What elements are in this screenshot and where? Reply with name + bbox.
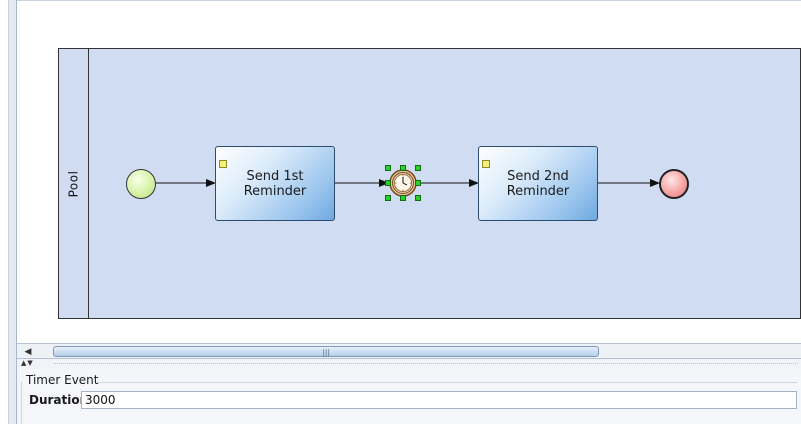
properties-panel: Timer Event Duration bbox=[17, 369, 801, 424]
group-border bbox=[21, 382, 22, 424]
timer-event[interactable] bbox=[388, 168, 418, 198]
splitter-arrows-icon[interactable]: ▲▼ bbox=[21, 359, 34, 367]
splitter-divider bbox=[53, 363, 798, 364]
duration-input[interactable] bbox=[81, 391, 797, 409]
scroll-left-arrow-icon[interactable]: ◀ bbox=[24, 346, 32, 357]
task-label: Send 1st Reminder bbox=[225, 169, 325, 199]
pool[interactable] bbox=[58, 48, 801, 319]
task-label-line2: Reminder bbox=[506, 183, 570, 199]
selection-handle-n[interactable] bbox=[400, 165, 406, 171]
group-border-top bbox=[97, 382, 797, 383]
start-event[interactable] bbox=[126, 169, 156, 199]
group-title: Timer Event bbox=[26, 373, 99, 387]
clock-icon bbox=[389, 169, 417, 197]
pool-label-container: Pool bbox=[58, 48, 89, 319]
pool-label: Pool bbox=[66, 170, 81, 197]
horizontal-scrollbar[interactable]: ◀ ||| bbox=[17, 343, 801, 359]
task-marker-icon bbox=[482, 160, 490, 168]
selection-handle-se[interactable] bbox=[415, 195, 421, 201]
task-label: Send 2nd Reminder bbox=[488, 169, 588, 199]
pool-header[interactable] bbox=[58, 48, 89, 319]
end-event[interactable] bbox=[659, 169, 689, 199]
duration-label: Duration bbox=[29, 393, 89, 407]
task-marker-icon bbox=[219, 160, 227, 168]
grip-icon: ||| bbox=[322, 348, 331, 357]
selection-handle-ne[interactable] bbox=[415, 165, 421, 171]
selection-handle-s[interactable] bbox=[400, 195, 406, 201]
scrollbar-thumb[interactable]: ||| bbox=[53, 346, 599, 357]
selection-handle-e[interactable] bbox=[415, 180, 421, 186]
task-label-line1: Send 2nd bbox=[507, 168, 569, 184]
selection-handle-w[interactable] bbox=[385, 180, 391, 186]
task-label-line2: Reminder bbox=[243, 183, 307, 199]
task-send-2nd-reminder[interactable]: Send 2nd Reminder bbox=[478, 146, 598, 221]
task-label-line1: Send 1st bbox=[246, 168, 304, 184]
task-send-1st-reminder[interactable]: Send 1st Reminder bbox=[215, 146, 335, 221]
selection-handle-nw[interactable] bbox=[385, 165, 391, 171]
left-panel-border bbox=[8, 0, 17, 424]
selection-handle-sw[interactable] bbox=[385, 195, 391, 201]
